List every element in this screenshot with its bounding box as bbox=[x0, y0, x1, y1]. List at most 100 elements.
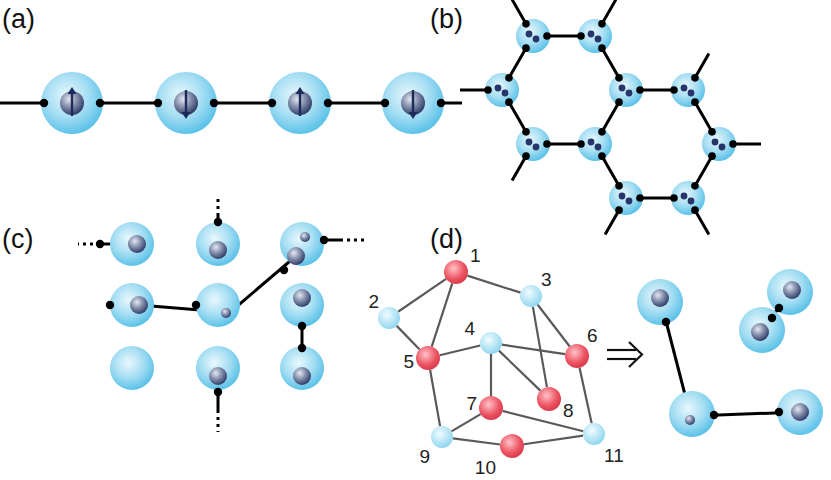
vertex-number: 3 bbox=[541, 270, 552, 289]
atom-sphere bbox=[777, 389, 823, 435]
bond-end bbox=[708, 152, 716, 160]
graph-edge bbox=[398, 279, 446, 312]
electron bbox=[595, 36, 602, 43]
particle bbox=[221, 308, 231, 318]
bond-end bbox=[670, 86, 678, 94]
atom-sphere bbox=[671, 181, 705, 215]
blue-vertex bbox=[431, 426, 453, 448]
spin-arrow bbox=[185, 90, 187, 114]
electron bbox=[533, 36, 540, 43]
graph-edge bbox=[440, 346, 481, 356]
bond-end bbox=[522, 152, 530, 160]
graph-edge bbox=[430, 370, 440, 426]
bond-end bbox=[598, 44, 606, 52]
electron bbox=[588, 31, 595, 38]
particle bbox=[783, 281, 801, 299]
bond-end bbox=[381, 99, 389, 107]
bond-end bbox=[691, 74, 699, 82]
atom-sphere bbox=[578, 127, 612, 161]
bond-end bbox=[505, 98, 513, 106]
particle bbox=[685, 415, 695, 425]
atom-sphere bbox=[516, 127, 550, 161]
particle bbox=[651, 289, 669, 307]
electron bbox=[588, 139, 595, 146]
electron bbox=[712, 139, 719, 146]
spin-arrowhead bbox=[182, 112, 191, 119]
spin-arrow bbox=[412, 90, 414, 114]
atom-sphere bbox=[767, 269, 813, 315]
atom-sphere bbox=[269, 72, 331, 134]
vertex-number: 7 bbox=[466, 394, 477, 413]
graph-edge bbox=[538, 305, 570, 347]
bond-end bbox=[214, 218, 222, 226]
vertex-number: 4 bbox=[464, 319, 475, 338]
atom-sphere bbox=[637, 279, 683, 325]
bond-end bbox=[324, 99, 332, 107]
atom-sphere bbox=[578, 19, 612, 53]
red-vertex bbox=[416, 346, 440, 370]
bond-end bbox=[598, 128, 606, 136]
bond-end bbox=[615, 206, 623, 214]
bond-end bbox=[298, 322, 306, 330]
particle bbox=[293, 367, 311, 385]
bond-end bbox=[670, 194, 678, 202]
graph-edge bbox=[490, 354, 492, 396]
electron bbox=[495, 85, 502, 92]
bond-end bbox=[522, 128, 530, 136]
vertex-number: 9 bbox=[419, 447, 430, 466]
bond-end bbox=[320, 236, 328, 244]
electron bbox=[619, 193, 626, 200]
atom-sphere bbox=[196, 222, 240, 266]
vertex-number: 2 bbox=[368, 292, 379, 311]
atom-sphere bbox=[671, 73, 705, 107]
atom-sphere bbox=[516, 19, 550, 53]
atom-sphere bbox=[280, 346, 324, 390]
atom-sphere bbox=[609, 73, 643, 107]
bond-end bbox=[484, 86, 492, 94]
graph-edge bbox=[397, 326, 420, 350]
bond-end bbox=[505, 74, 513, 82]
bond-end bbox=[522, 20, 530, 28]
bond-end bbox=[96, 99, 104, 107]
bond-end bbox=[710, 411, 718, 419]
graph-edge bbox=[533, 307, 547, 387]
bond-end bbox=[210, 99, 218, 107]
bond-continuation bbox=[340, 239, 365, 242]
atom-sphere bbox=[702, 127, 736, 161]
panel-label: (c) bbox=[2, 226, 33, 253]
panel-label: (b) bbox=[430, 6, 463, 33]
bond-end bbox=[437, 99, 445, 107]
atom-sphere bbox=[110, 222, 154, 266]
bond-end bbox=[577, 32, 585, 40]
particle bbox=[300, 232, 310, 242]
atom-sphere bbox=[110, 283, 154, 327]
bond-end bbox=[615, 74, 623, 82]
vertex-number: 5 bbox=[403, 352, 414, 371]
spin-arrowhead bbox=[296, 87, 305, 94]
bond-end bbox=[615, 182, 623, 190]
bond-end bbox=[543, 140, 551, 148]
atom-sphere bbox=[155, 72, 217, 134]
graph-edge bbox=[502, 345, 565, 355]
particle bbox=[751, 323, 769, 341]
electron bbox=[526, 139, 533, 146]
bond-end bbox=[775, 304, 783, 312]
atom-sphere bbox=[485, 73, 519, 107]
bond-end bbox=[598, 20, 606, 28]
electron bbox=[526, 31, 533, 38]
graph-edge bbox=[453, 438, 500, 444]
graph-edge bbox=[524, 436, 583, 445]
red-vertex bbox=[479, 396, 503, 420]
electron bbox=[719, 144, 726, 151]
vertex-number: 10 bbox=[475, 458, 496, 477]
atom-sphere bbox=[196, 283, 240, 327]
bond-continuation bbox=[217, 196, 220, 216]
bond-end bbox=[691, 182, 699, 190]
spin-arrow bbox=[71, 92, 73, 116]
graph-edge bbox=[499, 351, 540, 391]
particle bbox=[209, 367, 227, 385]
atom-sphere bbox=[196, 346, 240, 390]
